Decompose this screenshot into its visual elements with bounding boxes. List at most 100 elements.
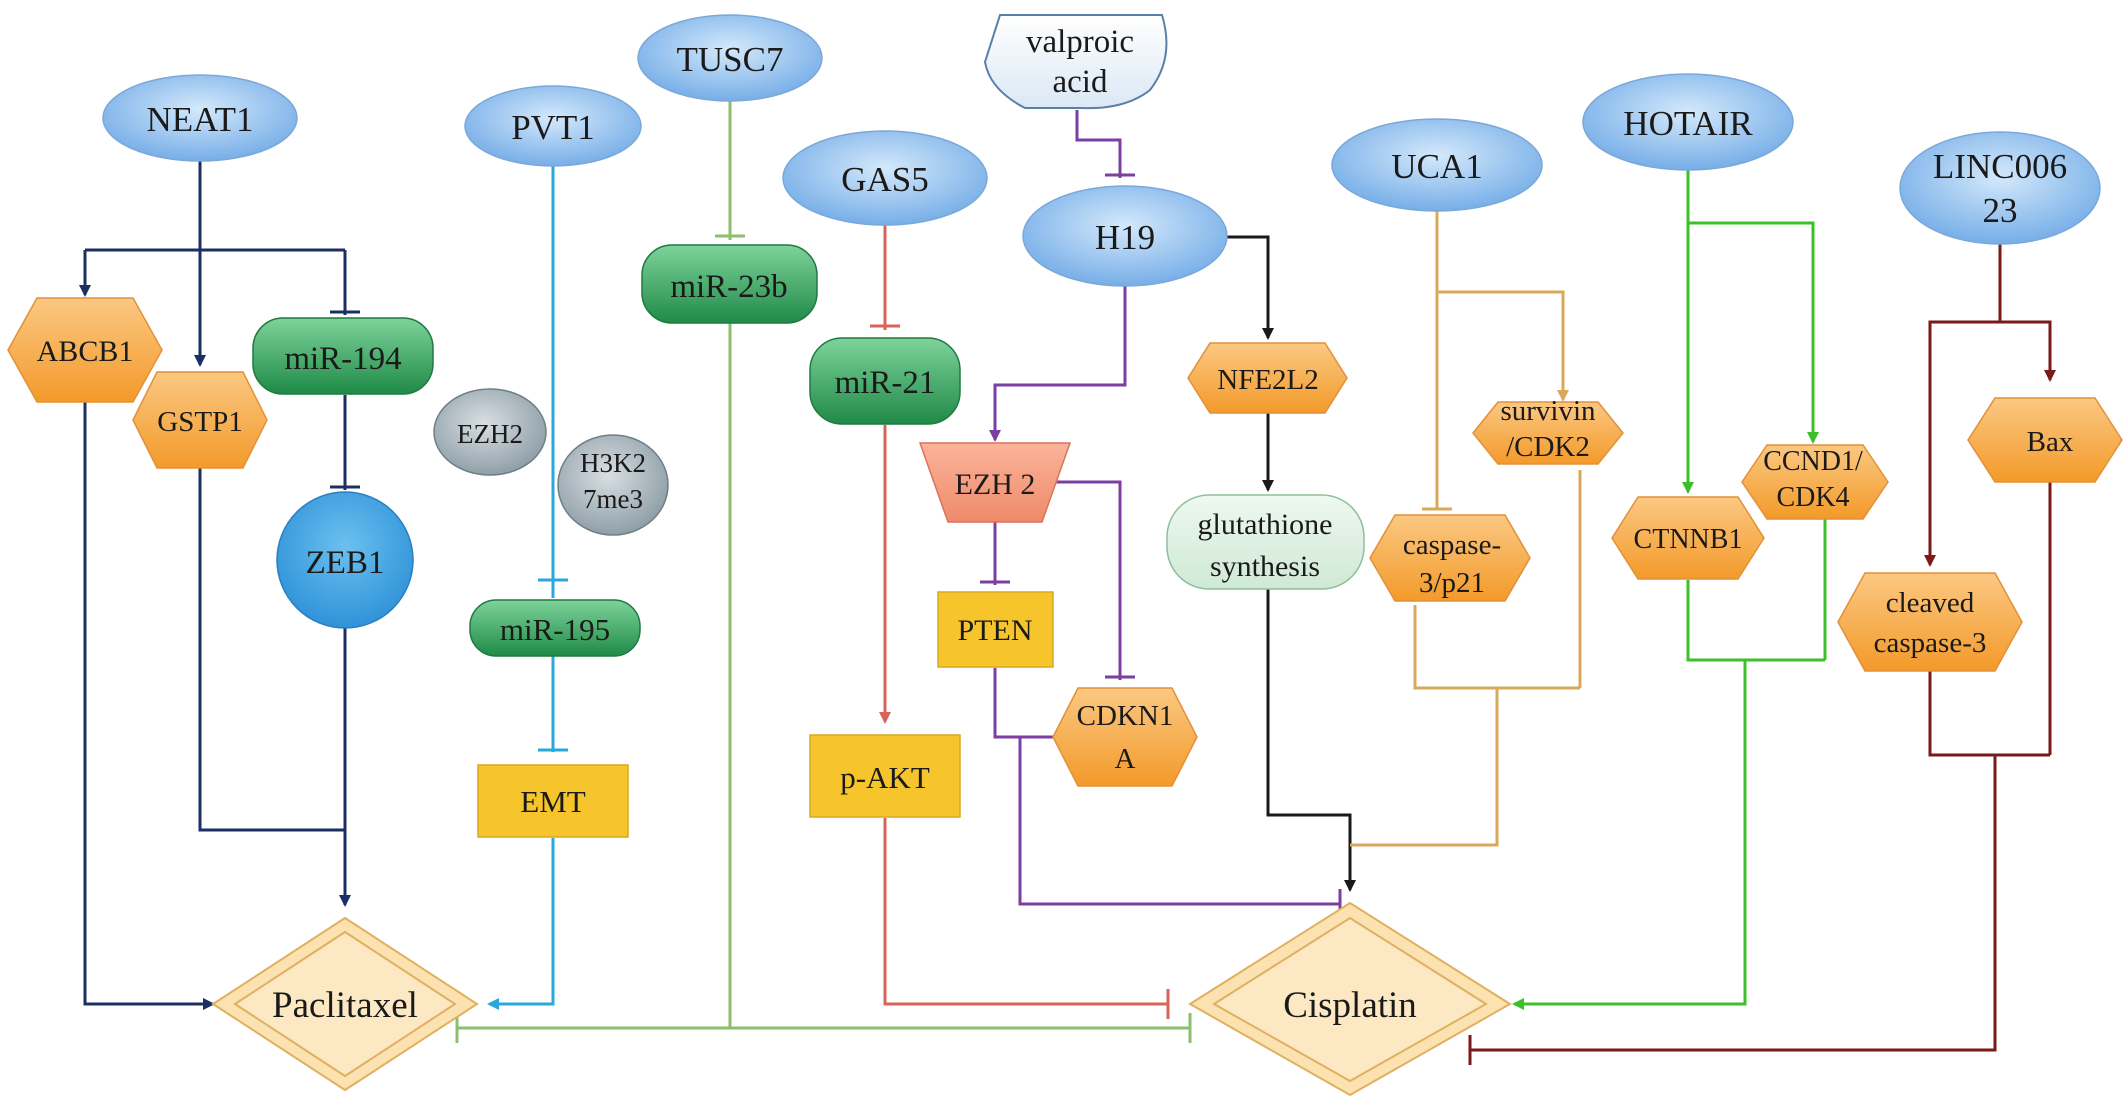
- complex-shape: [433, 388, 547, 476]
- lncrna-shape: [1331, 118, 1543, 212]
- label-gstp1: GSTP1: [157, 406, 242, 438]
- label-nfe2l2: NFE2L2: [1217, 364, 1319, 396]
- gene-shape: [1837, 572, 2023, 672]
- node-cdkn1a: CDKN1 A: [1052, 687, 1198, 787]
- edge-abcb1-paclitaxel: [83, 398, 215, 1010]
- edge-emt-paclitaxel: [487, 838, 555, 1010]
- gene-shape: [1052, 687, 1198, 787]
- gas5-inhibit-bars: [870, 324, 1170, 1019]
- gene-shape: [1611, 496, 1765, 580]
- edge-uca1-cisplatin: [1350, 688, 1499, 847]
- node-pten: PTEN: [937, 591, 1054, 668]
- neat1-inhibit-bars: [330, 310, 360, 489]
- label-ezh2-small: EZH2: [457, 419, 523, 449]
- gene-shape: [1741, 444, 1889, 520]
- label-survivin-line1: survivin: [1500, 395, 1596, 427]
- label-valproic-line2: acid: [1053, 64, 1108, 100]
- node-ezh2-complex: EZH2: [433, 388, 547, 476]
- compound-shape: [983, 14, 1168, 110]
- node-paclitaxel: Paclitaxel: [211, 916, 479, 1092]
- label-pvt1: PVT1: [511, 108, 595, 147]
- hotair-edges: [1512, 170, 1827, 1010]
- label-emt: EMT: [520, 784, 586, 819]
- node-cisplatin: Cisplatin: [1188, 901, 1512, 1097]
- node-h3k27me3: H3K2 7me3: [557, 434, 669, 536]
- node-nfe2l2: NFE2L2: [1187, 342, 1348, 414]
- complex-shape: [557, 434, 669, 536]
- lncrna-shape: [637, 14, 823, 102]
- node-caspase3-p21: caspase- 3/p21: [1369, 514, 1531, 602]
- lncrna-shape: [1899, 131, 2101, 245]
- mirna-shape: [469, 599, 641, 657]
- pvt1-inhibit-bars: [538, 578, 568, 752]
- label-casp-line2: 3/p21: [1419, 567, 1485, 599]
- node-mir194: miR-194: [252, 317, 434, 395]
- linc-edges: [1470, 240, 2056, 1052]
- edge-gstp1-join: [198, 468, 345, 832]
- label-h3k27-line1: H3K2: [580, 448, 646, 478]
- process-shape: [477, 764, 629, 838]
- label-ctnnb1: CTNNB1: [1634, 524, 1743, 555]
- lncrna-shape: [782, 130, 988, 226]
- gene-shape: [1472, 401, 1624, 465]
- node-abcb1: ABCB1: [7, 297, 163, 403]
- label-neat1: NEAT1: [147, 100, 254, 139]
- drug-inner-shape: [1212, 916, 1488, 1083]
- node-pakt: p-AKT: [809, 734, 961, 818]
- label-casp-line1: caspase-: [1403, 529, 1501, 561]
- gene-shape: [7, 297, 163, 403]
- label-cleaved-line1: cleaved: [1886, 587, 1975, 619]
- label-ccnd1-line1: CCND1/: [1763, 446, 1863, 477]
- gene-shape: [132, 371, 268, 469]
- label-mir194: miR-194: [284, 341, 401, 377]
- label-cisplatin: Cisplatin: [1283, 985, 1417, 1026]
- node-zeb1: ZEB1: [276, 491, 414, 629]
- label-h3k27-line2: 7me3: [583, 484, 643, 514]
- label-mir21: miR-21: [835, 365, 936, 401]
- mirna-shape: [252, 317, 434, 395]
- edge-cleaved-join: [1928, 665, 2050, 757]
- node-mir23b: miR-23b: [641, 244, 818, 324]
- node-linc00623: LINC006 23: [1899, 131, 2101, 245]
- lncrna-shape: [1022, 185, 1228, 287]
- lncrna-shape: [102, 74, 298, 162]
- label-valproic-line1: valproic: [1026, 24, 1134, 60]
- label-gluta-line2: synthesis: [1210, 550, 1320, 583]
- h19-inhibit-bars: [980, 173, 1342, 919]
- label-ezh2: EZH 2: [955, 468, 1036, 501]
- label-zeb1: ZEB1: [306, 545, 385, 581]
- label-pten: PTEN: [958, 614, 1033, 647]
- node-ccnd1-cdk4: CCND1/ CDK4: [1741, 444, 1889, 520]
- process-shape: [809, 734, 961, 818]
- uca1-edges: [1350, 210, 1582, 847]
- nfe2l2-edges: [1225, 235, 1356, 892]
- edge-valproic-h19: [1075, 110, 1122, 178]
- edge-pakt-cisplatin: [883, 818, 1168, 1006]
- gas5-edges: [879, 225, 1168, 1006]
- label-survivin-line2: /CDK2: [1506, 431, 1590, 463]
- node-survivin-cdk2: survivin /CDK2: [1472, 395, 1624, 465]
- node-gstp1: GSTP1: [132, 371, 268, 469]
- gene-shape: [1369, 514, 1531, 602]
- edge-ctnnb1-join: [1686, 580, 1825, 662]
- edge-linc-cisplatin: [1470, 755, 1997, 1052]
- label-uca1: UCA1: [1391, 147, 1482, 186]
- protein-shape: [276, 491, 414, 629]
- mirna-shape: [641, 244, 818, 324]
- node-tusc7: TUSC7: [637, 14, 823, 102]
- mirna-shape: [809, 337, 961, 425]
- label-pakt: p-AKT: [840, 760, 930, 795]
- neat1-edges: [79, 160, 351, 1010]
- enzyme-shape: [918, 442, 1072, 523]
- label-bax: Bax: [2027, 426, 2074, 458]
- label-paclitaxel: Paclitaxel: [272, 985, 418, 1026]
- gene-shape: [1187, 342, 1348, 414]
- gene-shape: [1967, 397, 2123, 483]
- label-gas5: GAS5: [841, 160, 929, 199]
- edge-hotair-trunk: [1686, 170, 1819, 444]
- node-mir21: miR-21: [809, 337, 961, 425]
- label-mir195: miR-195: [500, 612, 610, 647]
- edge-linc-cleaved: [1924, 320, 2000, 567]
